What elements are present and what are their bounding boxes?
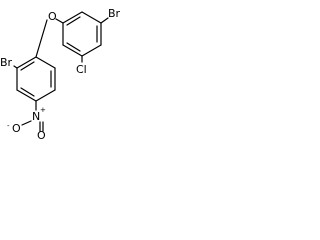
oxygen-atom-double: O <box>37 129 46 141</box>
oxygen-atom-negative: O <box>12 122 21 135</box>
bond-nitrogen-to-oxygen-minus <box>21 120 32 126</box>
bond-to-bromine-top <box>100 17 109 24</box>
bond <box>35 89 56 102</box>
nitrogen-charge-plus: + <box>40 106 46 114</box>
lower-benzene-ring <box>16 56 56 102</box>
bond <box>16 56 37 69</box>
bond <box>35 56 56 69</box>
nitrogen-atom: N <box>32 110 40 123</box>
oxygen-charge-minus: - <box>7 122 10 130</box>
upper-benzene-ring <box>62 11 102 57</box>
double-bond-inner <box>66 42 81 52</box>
oxygen-atom-ether: O <box>48 10 57 23</box>
chlorine-atom: Cl <box>76 63 87 76</box>
bromine-atom-top: Br <box>108 7 121 20</box>
double-bond-inner <box>66 16 81 26</box>
bond <box>81 44 102 57</box>
bond-oxygen-to-lower-ring <box>35 19 48 58</box>
bond-ring-to-oxygen <box>55 18 64 24</box>
bromine-atom-left: Br <box>0 56 13 69</box>
bond <box>81 11 102 24</box>
bond <box>62 44 83 57</box>
chemical-structure-diagram: Br O Cl Br N + O - O <box>0 7 121 141</box>
bond-to-bromine-left <box>13 65 18 69</box>
double-bond-inner <box>20 61 35 71</box>
bond <box>16 89 37 102</box>
double-bond-inner <box>20 87 35 97</box>
bond <box>62 11 83 24</box>
